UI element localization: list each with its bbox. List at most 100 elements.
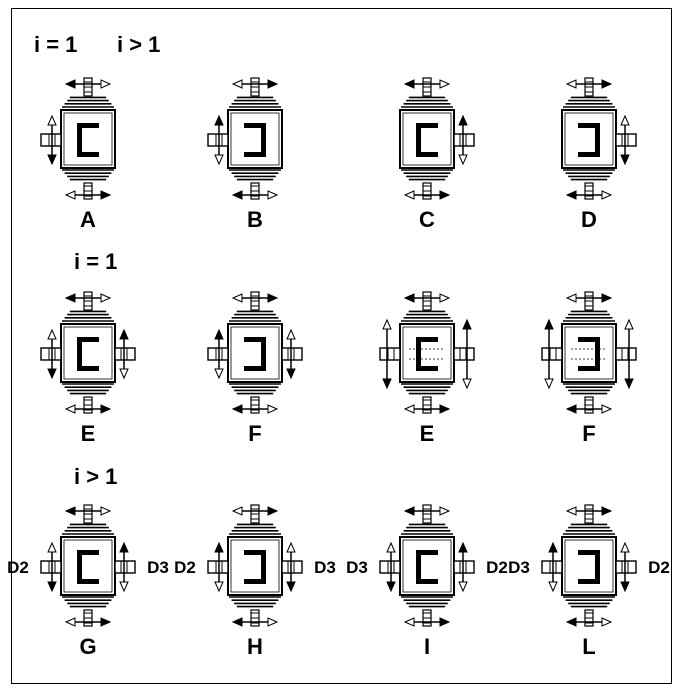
glyph-segment [77, 337, 82, 371]
gearbox-unit-e: E [379, 291, 475, 446]
housing-inner [564, 326, 614, 380]
right-side-shaft [281, 560, 303, 574]
housing-inner [564, 539, 614, 593]
arrowhead [267, 506, 279, 516]
arrowhead [47, 114, 57, 126]
housing [60, 323, 116, 383]
housing [227, 536, 283, 596]
left-side-shaft [207, 133, 229, 147]
right-side-shaft [453, 560, 475, 574]
arrowhead [462, 378, 472, 390]
housing [227, 323, 283, 383]
arrowhead [462, 318, 472, 330]
unit-label: F [582, 421, 595, 446]
arrowhead [267, 293, 279, 303]
arrowhead [231, 617, 243, 627]
arrowhead [458, 114, 468, 126]
header-row1-i-equals-1: i = 1 [34, 32, 78, 57]
arrowhead [565, 190, 577, 200]
housing-inner [63, 539, 113, 593]
arrowhead [47, 581, 57, 593]
glyph-segment [578, 337, 600, 342]
arrowhead [286, 328, 296, 340]
housing [561, 109, 617, 169]
right-side-shaft [453, 347, 475, 361]
arrowhead [458, 541, 468, 553]
arrowhead [119, 581, 129, 593]
housing [399, 536, 455, 596]
housing [60, 536, 116, 596]
right-side-shaft [615, 560, 637, 574]
header-row2-i-equals-1: i = 1 [74, 249, 118, 274]
glyph-segment [416, 123, 438, 128]
arrowhead [403, 404, 415, 414]
arrowhead [47, 541, 57, 553]
arrowhead [403, 79, 415, 89]
arrowhead [64, 617, 76, 627]
arrowhead [601, 506, 613, 516]
glyph-segment [416, 550, 421, 584]
glyph-segment [416, 123, 421, 157]
glyph-segment [244, 152, 266, 157]
arrowhead [286, 541, 296, 553]
housing [227, 109, 283, 169]
right-side-shaft [281, 347, 303, 361]
arrowhead [601, 404, 613, 414]
arrowhead [267, 190, 279, 200]
arrowhead [267, 617, 279, 627]
arrowhead [231, 506, 243, 516]
gearbox-unit-a: A [40, 77, 116, 232]
arrowhead [565, 404, 577, 414]
glyph-segment [261, 123, 266, 157]
arrowhead [565, 617, 577, 627]
housing-inner [63, 112, 113, 166]
gearbox-unit-d: D [561, 77, 637, 232]
unit-label: E [420, 421, 435, 446]
right-side-shaft [114, 560, 136, 574]
arrowhead [100, 190, 112, 200]
housing-inner [230, 539, 280, 593]
arrowhead [119, 368, 129, 380]
arrowhead [620, 114, 630, 126]
arrowhead [231, 190, 243, 200]
left-side-shaft [40, 560, 62, 574]
header-row3-i-greater-1: i > 1 [74, 464, 118, 489]
arrowhead [624, 318, 634, 330]
arrowhead [382, 378, 392, 390]
arrowhead [214, 368, 224, 380]
housing [399, 109, 455, 169]
glyph-segment [416, 366, 438, 371]
right-side-shaft [453, 133, 475, 147]
glyph-segment [244, 550, 266, 555]
housing-inner [63, 326, 113, 380]
arrowhead [100, 617, 112, 627]
glyph-segment [77, 366, 99, 371]
right-tag: D2 [648, 558, 670, 577]
gearbox-unit-c: C [399, 77, 475, 232]
left-side-shaft [541, 347, 563, 361]
unit-label: E [81, 421, 96, 446]
unit-label: L [582, 634, 595, 659]
glyph-segment [595, 550, 600, 584]
arrowhead [286, 368, 296, 380]
glyph-segment [77, 123, 82, 157]
glyph-segment [578, 123, 600, 128]
arrowhead [100, 79, 112, 89]
arrowhead [439, 190, 451, 200]
arrowhead [231, 79, 243, 89]
header-row1-i-greater-1: i > 1 [117, 32, 161, 57]
arrowhead [544, 318, 554, 330]
left-side-shaft [379, 347, 401, 361]
unit-label: B [247, 207, 263, 232]
gearbox-unit-f: F [207, 291, 303, 446]
glyph-segment [77, 579, 99, 584]
unit-label: G [79, 634, 96, 659]
arrowhead [47, 328, 57, 340]
arrowhead [119, 328, 129, 340]
unit-label: C [419, 207, 435, 232]
gearbox-unit-b: B [207, 77, 283, 232]
housing-inner [564, 112, 614, 166]
